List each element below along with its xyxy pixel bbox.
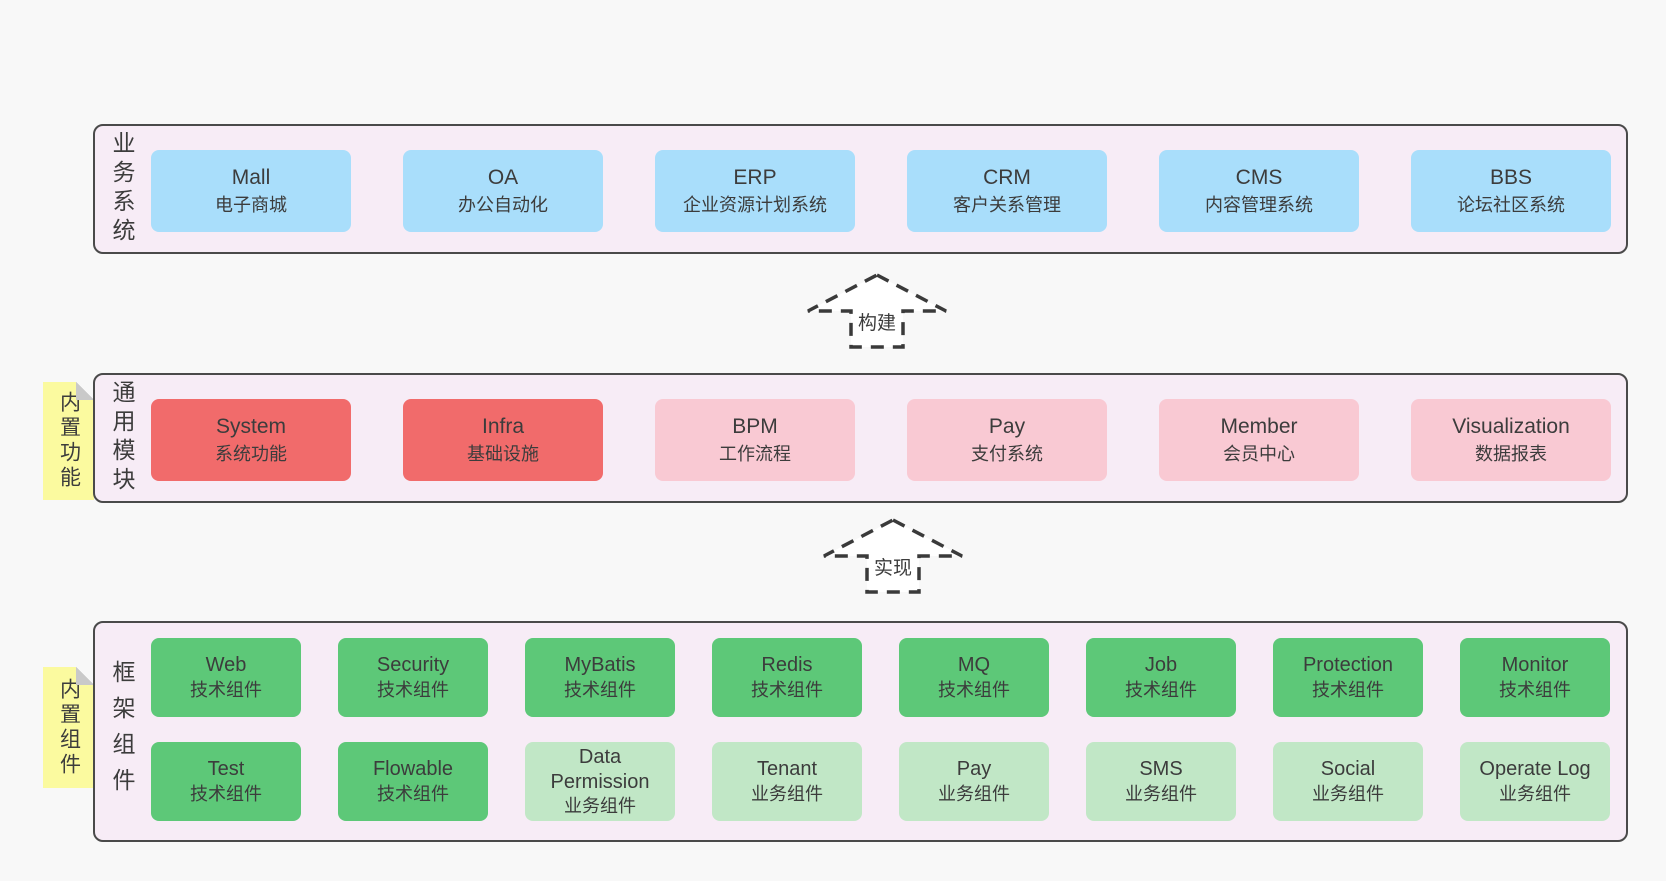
panel-business-systems: 业务系统 Mall 电子商城 OA 办公自动化 ERP 企业资源计划系统 CRM… [93, 124, 1628, 254]
box-data-permission: Data Permission 业务组件 [525, 742, 675, 821]
framework-box-row-2: Test 技术组件 Flowable 技术组件 Data Permission … [151, 742, 1610, 821]
box-system: System 系统功能 [151, 399, 351, 481]
box-mybatis: MyBatis 技术组件 [525, 638, 675, 717]
panel-framework-components: 框架组件 Web 技术组件 Security 技术组件 MyBatis 技术组件… [93, 621, 1628, 842]
box-crm: CRM 客户关系管理 [907, 150, 1107, 232]
box-test: Test 技术组件 [151, 742, 301, 821]
box-job: Job 技术组件 [1086, 638, 1236, 717]
sticky-note-label: 内置功能 [57, 391, 81, 491]
panel-label-common-modules: 通用模块 [109, 380, 135, 496]
box-visualization: Visualization 数据报表 [1411, 399, 1611, 481]
arrow-build-label: 构建 [854, 307, 900, 341]
box-oa: OA 办公自动化 [403, 150, 603, 232]
box-social: Social 业务组件 [1273, 742, 1423, 821]
panel-label-business-systems: 业务系统 [109, 131, 135, 247]
arrow-implement-label: 实现 [870, 552, 916, 586]
folded-corner-icon [76, 382, 94, 400]
box-mq: MQ 技术组件 [899, 638, 1049, 717]
panel-label-framework-components: 框架组件 [109, 659, 135, 804]
box-monitor: Monitor 技术组件 [1460, 638, 1610, 717]
framework-box-row-1: Web 技术组件 Security 技术组件 MyBatis 技术组件 Redi… [151, 638, 1610, 717]
arrow-implement: 实现 [822, 511, 964, 595]
box-sms: SMS 业务组件 [1086, 742, 1236, 821]
box-mall: Mall 电子商城 [151, 150, 351, 232]
box-bpm: BPM 工作流程 [655, 399, 855, 481]
box-pay-biz: Pay 业务组件 [899, 742, 1049, 821]
box-redis: Redis 技术组件 [712, 638, 862, 717]
panel-common-modules: 通用模块 System 系统功能 Infra 基础设施 BPM 工作流程 Pay… [93, 373, 1628, 503]
modules-box-row: System 系统功能 Infra 基础设施 BPM 工作流程 Pay 支付系统… [151, 399, 1611, 481]
sticky-note-label: 内置组件 [57, 677, 81, 778]
box-cms: CMS 内容管理系统 [1159, 150, 1359, 232]
business-box-row: Mall 电子商城 OA 办公自动化 ERP 企业资源计划系统 CRM 客户关系… [151, 150, 1611, 232]
box-protection: Protection 技术组件 [1273, 638, 1423, 717]
box-tenant: Tenant 业务组件 [712, 742, 862, 821]
box-web: Web 技术组件 [151, 638, 301, 717]
box-operate-log: Operate Log 业务组件 [1460, 742, 1610, 821]
box-erp: ERP 企业资源计划系统 [655, 150, 855, 232]
box-pay: Pay 支付系统 [907, 399, 1107, 481]
folded-corner-icon [76, 667, 94, 685]
box-flowable: Flowable 技术组件 [338, 742, 488, 821]
arrow-build: 构建 [806, 266, 948, 350]
box-infra: Infra 基础设施 [403, 399, 603, 481]
box-bbs: BBS 论坛社区系统 [1411, 150, 1611, 232]
box-security: Security 技术组件 [338, 638, 488, 717]
sticky-note-built-in-features: 内置功能 [43, 382, 94, 500]
sticky-note-built-in-components: 内置组件 [43, 667, 94, 788]
box-member: Member 会员中心 [1159, 399, 1359, 481]
